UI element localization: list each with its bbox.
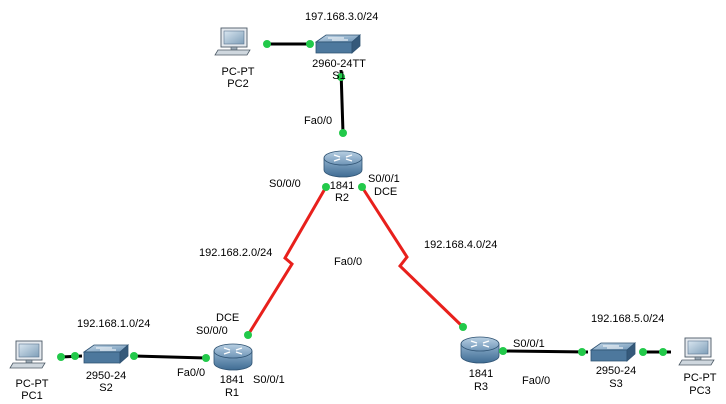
pc2-model-label: PC-PT <box>222 66 255 78</box>
r1-s001-label: S0/0/1 <box>253 374 285 386</box>
r2-name-label: R2 <box>335 192 349 204</box>
port-up-dot <box>244 331 252 339</box>
r1-s000-label: S0/0/0 <box>196 325 228 337</box>
s1-name-label: S1 <box>332 70 345 82</box>
r3-model-label: 1841 <box>469 368 493 380</box>
port-up-dot <box>578 348 586 356</box>
r3-s001-label: S0/0/1 <box>513 338 545 350</box>
link-r2-r3-serial <box>360 186 465 329</box>
links <box>60 42 671 360</box>
r2-fa00-label: Fa0/0 <box>304 115 332 127</box>
port-up-dot <box>322 183 330 191</box>
s3-name-label: S3 <box>609 378 622 390</box>
pc3-name-label: PC3 <box>689 385 710 397</box>
port-up-dot <box>358 183 366 191</box>
pc2-name-label: PC2 <box>227 78 248 90</box>
pc2-icon[interactable] <box>214 27 251 56</box>
port-up-dot <box>659 348 667 356</box>
r1-router-icon[interactable] <box>213 343 253 371</box>
link-s2-r1 <box>133 354 207 360</box>
port-status-dots <box>57 40 667 362</box>
s2-switch-icon[interactable] <box>83 344 129 364</box>
s1-model-label: 2960-24TT <box>312 58 366 70</box>
port-up-dot <box>459 323 467 331</box>
r2-router-icon[interactable] <box>323 150 363 178</box>
r2-s001-label: S0/0/1 <box>368 173 400 185</box>
mid-fa00-label: Fa0/0 <box>334 256 362 268</box>
r3-fa00-label: Fa0/0 <box>522 375 550 387</box>
port-up-dot <box>499 347 507 355</box>
network-label-192-168-4: 192.168.4.0/24 <box>424 239 497 251</box>
r1-model-label: 1841 <box>220 374 244 386</box>
port-up-dot <box>339 129 347 137</box>
r1-fa00-label: Fa0/0 <box>177 367 205 379</box>
network-label-197-168-3: 197.168.3.0/24 <box>305 11 378 23</box>
pc1-icon[interactable] <box>9 340 46 369</box>
port-up-dot <box>130 352 138 360</box>
s2-model-label: 2950-24 <box>86 370 126 382</box>
r1-name-label: R1 <box>225 387 239 399</box>
pc3-model-label: PC-PT <box>684 372 717 384</box>
link-r3-s3 <box>502 349 589 354</box>
port-up-dot <box>57 353 65 361</box>
r2-model-label: 1841 <box>330 180 354 192</box>
s3-switch-icon[interactable] <box>590 342 636 362</box>
s3-model-label: 2950-24 <box>596 365 636 377</box>
network-label-192-168-1: 192.168.1.0/24 <box>77 318 150 330</box>
pc3-icon[interactable] <box>678 337 715 366</box>
pc1-model-label: PC-PT <box>16 378 49 390</box>
port-up-dot <box>263 40 271 48</box>
s2-name-label: S2 <box>99 382 112 394</box>
s1-switch-icon[interactable] <box>315 34 361 54</box>
port-up-dot <box>202 354 210 362</box>
network-label-192-168-2: 192.168.2.0/24 <box>199 247 272 259</box>
pc1-name-label: PC1 <box>21 390 42 402</box>
r2-dce-label: DCE <box>374 186 397 198</box>
port-up-dot <box>306 40 314 48</box>
port-up-dot <box>71 352 79 360</box>
r3-router-icon[interactable] <box>460 336 500 364</box>
r2-s000-label: S0/0/0 <box>269 178 301 190</box>
link-r2-r1-serial <box>246 186 328 336</box>
r3-name-label: R3 <box>474 381 488 393</box>
network-label-192-168-5: 192.168.5.0/24 <box>591 313 664 325</box>
r1-dce-label: DCE <box>216 312 239 324</box>
port-up-dot <box>337 73 345 81</box>
port-up-dot <box>639 348 647 356</box>
